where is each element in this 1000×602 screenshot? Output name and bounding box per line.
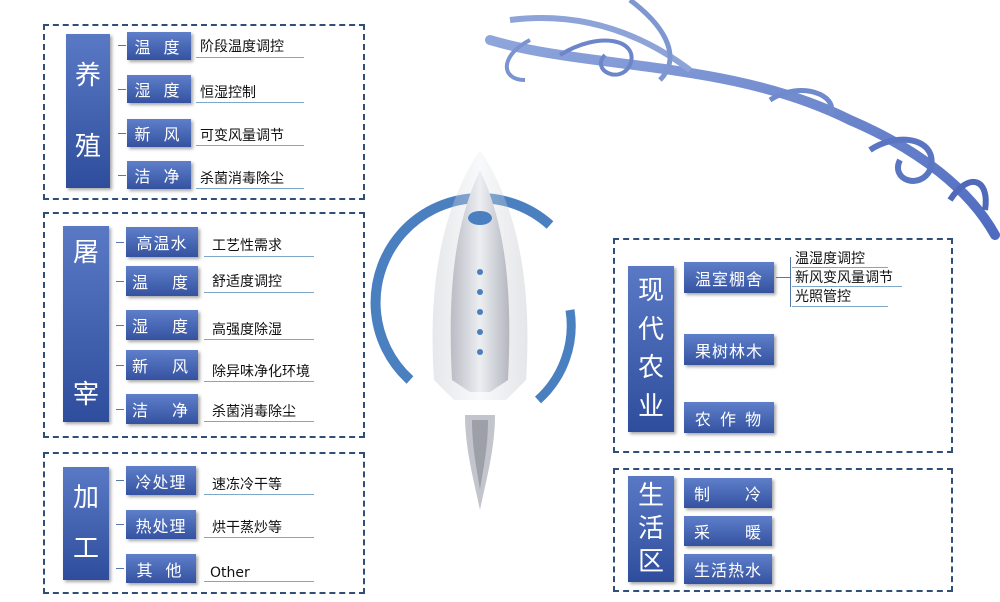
title-char: 屠 — [72, 238, 99, 268]
panel-jiagong — [43, 452, 365, 594]
btn-yangzhi-xinfeng[interactable]: 新 风 — [127, 119, 191, 147]
title-char: 业 — [637, 391, 664, 422]
title-char: 加 — [72, 483, 99, 514]
group-title-shenghuo: 生 活 区 — [628, 476, 674, 582]
title-char: 区 — [637, 546, 664, 577]
btn-juzhai-gaowenshui[interactable]: 高温水 — [126, 227, 198, 257]
label-jiagong-rechuli: 烘干蒸炒等 — [212, 520, 282, 536]
btn-yangzhi-shidu[interactable]: 湿 度 — [127, 75, 191, 103]
label-nongye-wenshidu: 温湿度调控 — [795, 251, 865, 267]
title-char: 代 — [637, 314, 664, 345]
title-char: 养 — [74, 60, 101, 91]
btn-shenghuo-cainuan[interactable]: 采 暖 — [684, 516, 772, 546]
label-yangzhi-jiejing: 杀菌消毒除尘 — [200, 171, 284, 187]
label-juzhai-wendu: 舒适度调控 — [212, 274, 282, 290]
btn-nongye-wenshi[interactable]: 温室棚舍 — [684, 262, 774, 293]
btn-shenghuo-reshui[interactable]: 生活热水 — [684, 554, 772, 584]
title-char: 宰 — [72, 380, 99, 410]
group-title-juzhai: 屠 宰 — [63, 226, 109, 422]
decorative-swirl — [485, 0, 1000, 240]
btn-shenghuo-zhileng[interactable]: 制 冷 — [684, 478, 772, 508]
label-yangzhi-wendu: 阶段温度调控 — [200, 39, 284, 55]
title-char: 活 — [637, 513, 664, 544]
label-nongye-xinfeng: 新风变风量调节 — [795, 270, 893, 286]
panel-shenghuo — [613, 468, 953, 592]
label-juzhai-gaowenshui: 工艺性需求 — [212, 238, 282, 254]
title-char: 农 — [637, 353, 664, 384]
label-jiagong-lengchuli: 速冻冷干等 — [212, 477, 282, 493]
btn-juzhai-shidu[interactable]: 湿 度 — [126, 310, 198, 340]
orbit-ring-icon — [370, 193, 554, 384]
btn-juzhai-xinfeng[interactable]: 新 风 — [126, 350, 198, 380]
label-juzhai-xinfeng: 除异味净化环境 — [212, 364, 310, 380]
btn-yangzhi-jiejing[interactable]: 洁 净 — [127, 161, 191, 189]
panel-yangzhi — [43, 24, 365, 200]
title-char: 生 — [637, 481, 664, 512]
title-char: 工 — [72, 533, 99, 564]
label-nongye-guangzhao: 光照管控 — [795, 289, 851, 305]
rocket-illustration — [370, 150, 576, 510]
title-char: 现 — [637, 276, 664, 307]
btn-yangzhi-wendu[interactable]: 温 度 — [127, 32, 191, 60]
label-yangzhi-xinfeng: 可变风量调节 — [200, 128, 284, 144]
panel-juzhai — [43, 212, 365, 438]
btn-jiagong-lengchuli[interactable]: 冷处理 — [126, 466, 196, 495]
group-title-jiagong: 加 工 — [63, 467, 109, 580]
label-jiagong-qita: Other — [210, 565, 250, 581]
btn-juzhai-wendu[interactable]: 温 度 — [126, 266, 198, 296]
btn-jiagong-rechuli[interactable]: 热处理 — [126, 510, 196, 539]
label-juzhai-jiejing: 杀菌消毒除尘 — [212, 404, 296, 420]
btn-nongye-nongzuowu[interactable]: 农 作 物 — [684, 402, 774, 433]
btn-juzhai-jiejing[interactable]: 洁 净 — [126, 394, 198, 424]
group-title-nongye: 现 代 农 业 — [628, 266, 674, 432]
btn-jiagong-qita[interactable]: 其 他 — [126, 554, 196, 583]
label-yangzhi-shidu: 恒湿控制 — [200, 85, 256, 101]
title-char: 殖 — [74, 131, 101, 162]
btn-nongye-guoshu[interactable]: 果树林木 — [684, 334, 774, 365]
group-title-yangzhi: 养 殖 — [66, 34, 110, 188]
panel-nongye — [613, 238, 953, 453]
label-juzhai-shidu: 高强度除湿 — [212, 322, 282, 338]
